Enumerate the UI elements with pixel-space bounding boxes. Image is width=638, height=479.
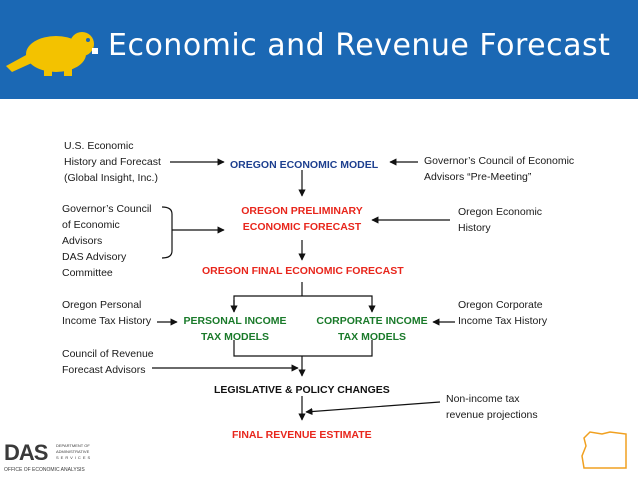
beaver-icon	[6, 32, 98, 76]
nonincome-line-2: revenue projections	[446, 409, 538, 421]
corporate-models-line-1: CORPORATE INCOME	[316, 315, 428, 327]
prelim-line-2: ECONOMIC FORECAST	[242, 221, 362, 233]
gov-premeeting-line-2: Advisors “Pre-Meeting”	[424, 171, 532, 183]
personal-models-line-1: PERSONAL INCOME	[183, 315, 287, 327]
nonincome-line-1: Non-income tax	[446, 393, 520, 405]
bracket-advisors	[161, 206, 173, 259]
das-logo-text: DAS	[4, 440, 48, 465]
prelim-line-1: OREGON PRELIMINARY	[241, 205, 363, 217]
node-revenue-council: Council of Revenue Forecast Advisors	[62, 346, 154, 378]
gov-council-line-3: Advisors	[62, 235, 103, 247]
das-committee-line-2: Committee	[62, 267, 113, 279]
split-to-models	[233, 295, 376, 313]
gov-council-line-1: Governor’s Council	[62, 203, 152, 215]
revenue-council-line-2: Forecast Advisors	[62, 364, 146, 376]
das-line-3: SERVICES	[56, 455, 93, 460]
das-line-1: DEPARTMENT OF	[56, 443, 90, 448]
node-oregon-model: OREGON ECONOMIC MODEL	[230, 159, 379, 171]
office-label: OFFICE OF ECONOMIC ANALYSIS	[4, 467, 85, 473]
page-title: Economic and Revenue Forecast	[108, 28, 611, 63]
title-bar: Economic and Revenue Forecast	[0, 0, 638, 99]
gov-premeeting-line-1: Governor’s Council of Economic	[424, 155, 575, 167]
node-final-econ-forecast: OREGON FINAL ECONOMIC FORECAST	[202, 265, 404, 277]
corporate-history-line-2: Income Tax History	[458, 315, 548, 327]
node-us-history: U.S. Economic History and Forecast (Glob…	[64, 138, 161, 186]
oregon-map-icon	[581, 431, 627, 469]
node-personal-models: PERSONAL INCOME TAX MODELS	[178, 313, 292, 345]
personal-models-line-2: TAX MODELS	[200, 331, 270, 343]
gov-council-line-2: of Economic	[62, 219, 120, 231]
econ-history-line-2: History	[458, 222, 491, 234]
node-prelim-forecast: OREGON PRELIMINARY ECONOMIC FORECAST	[230, 203, 374, 235]
node-nonincome: Non-income tax revenue projections	[446, 391, 538, 423]
node-final-revenue: FINAL REVENUE ESTIMATE	[232, 429, 372, 441]
node-econ-history: Oregon Economic History	[458, 204, 542, 236]
personal-history-line-2: Income Tax History	[62, 315, 152, 327]
node-legislative: LEGISLATIVE & POLICY CHANGES	[214, 384, 390, 396]
das-committee-line-1: DAS Advisory	[62, 251, 127, 263]
node-gov-council: Governor’s Council of Economic Advisors	[62, 201, 152, 249]
arrow-nonincome	[305, 401, 441, 416]
corporate-models-line-2: TAX MODELS	[337, 331, 407, 343]
node-gov-premeeting: Governor’s Council of Economic Advisors …	[424, 153, 574, 185]
us-history-line-3: (Global Insight, Inc.)	[64, 172, 158, 184]
revenue-council-line-1: Council of Revenue	[62, 348, 154, 360]
das-logo: DAS DEPARTMENT OF ADMINISTRATIVE SERVICE…	[4, 440, 104, 476]
node-das-committee: DAS Advisory Committee	[62, 249, 126, 281]
das-line-2: ADMINISTRATIVE	[56, 449, 90, 454]
node-personal-history: Oregon Personal Income Tax History	[62, 297, 151, 329]
node-corporate-history: Oregon Corporate Income Tax History	[458, 297, 547, 329]
personal-history-line-1: Oregon Personal	[62, 299, 142, 311]
join-models	[233, 340, 373, 357]
corporate-history-line-1: Oregon Corporate	[458, 299, 543, 311]
econ-history-line-1: Oregon Economic	[458, 206, 543, 218]
us-history-line-1: U.S. Economic	[64, 140, 134, 152]
us-history-line-2: History and Forecast	[64, 156, 161, 168]
node-corporate-models: CORPORATE INCOME TAX MODELS	[312, 313, 432, 345]
